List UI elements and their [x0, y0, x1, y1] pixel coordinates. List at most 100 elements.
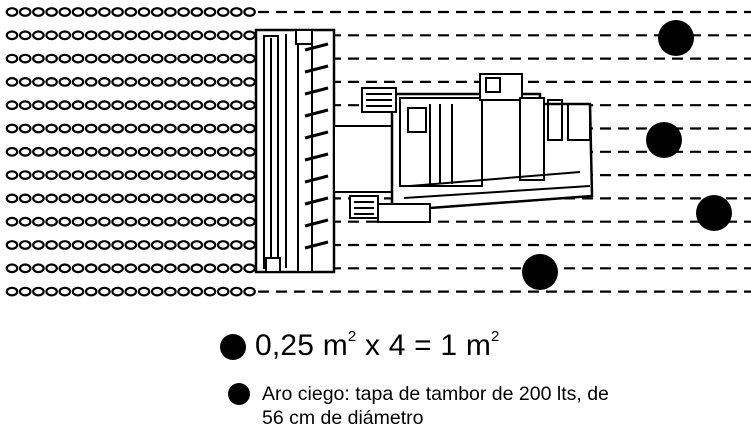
crop-ring	[5, 193, 19, 204]
crop-ring	[203, 30, 217, 41]
crop-ring	[124, 193, 138, 204]
crop-ring	[84, 286, 98, 297]
crop-ring	[58, 7, 72, 17]
crop-ring	[98, 53, 111, 64]
crop-ring	[203, 263, 217, 274]
crop-ring	[190, 170, 204, 181]
crop-ring	[18, 240, 32, 250]
crop-ring	[230, 100, 243, 111]
crop-ring	[190, 30, 204, 41]
crop-ring	[164, 193, 177, 204]
crop-row	[5, 100, 751, 111]
crop-ring	[58, 100, 72, 111]
crop-ring	[84, 193, 98, 204]
crop-ring	[45, 30, 58, 41]
crop-ring	[150, 146, 164, 157]
crop-ring	[45, 7, 58, 17]
crop-ring	[243, 286, 256, 297]
crop-ring	[5, 7, 19, 17]
crop-ring	[58, 76, 72, 87]
crop-ring	[84, 263, 98, 274]
crop-ring	[84, 170, 98, 181]
crop-ring	[230, 76, 243, 87]
crop-ring	[203, 216, 217, 227]
crop-ring	[216, 30, 230, 41]
crop-ring	[111, 286, 124, 297]
crop-ring	[150, 263, 164, 274]
crop-ring	[203, 7, 217, 17]
crop-ring	[230, 216, 243, 227]
crop-ring	[203, 240, 217, 250]
crop-ring	[71, 76, 85, 87]
crop-ring	[164, 7, 177, 17]
crop-ring	[164, 30, 177, 41]
legend-area-formula: 0,25 m2 x 4 = 1 m2	[220, 327, 500, 365]
crop-ring	[71, 30, 85, 41]
crop-ring	[137, 170, 151, 181]
crop-ring	[177, 170, 190, 181]
crop-ring	[124, 240, 138, 250]
crop-ring	[84, 146, 98, 157]
crop-ring	[150, 100, 164, 111]
crop-ring	[5, 146, 19, 157]
crop-ring	[177, 7, 190, 17]
crop-ring	[177, 76, 190, 87]
crop-ring	[32, 123, 45, 134]
crop-ring	[190, 193, 204, 204]
crop-row	[5, 263, 751, 274]
crop-ring	[32, 30, 45, 41]
crop-ring	[111, 30, 124, 41]
crop-ring	[98, 240, 111, 250]
crop-ring	[71, 100, 85, 111]
crop-ring	[18, 53, 32, 64]
crop-ring	[124, 7, 138, 17]
crop-ring	[111, 216, 124, 227]
crop-ring	[98, 123, 111, 134]
crop-ring	[243, 30, 256, 41]
crop-ring	[18, 146, 32, 157]
crop-ring	[190, 240, 204, 250]
crop-ring	[71, 7, 85, 17]
crop-ring	[111, 263, 124, 274]
crop-ring	[71, 123, 85, 134]
crop-ring	[58, 53, 72, 64]
filled-circle-icon	[228, 383, 250, 405]
crop-ring	[111, 100, 124, 111]
crop-ring	[177, 123, 190, 134]
crop-ring	[150, 286, 164, 297]
crop-ring	[98, 286, 111, 297]
crop-ring	[45, 216, 58, 227]
crop-ring	[177, 216, 190, 227]
crop-ring	[111, 7, 124, 17]
crop-ring	[45, 123, 58, 134]
crop-ring	[203, 100, 217, 111]
crop-ring	[150, 193, 164, 204]
crop-ring	[5, 100, 19, 111]
crop-ring	[84, 76, 98, 87]
crop-row	[5, 240, 751, 250]
crop-ring	[150, 30, 164, 41]
crop-ring	[243, 53, 256, 64]
crop-ring	[164, 240, 177, 250]
crop-ring	[216, 123, 230, 134]
crop-ring	[177, 286, 190, 297]
crop-ring	[216, 170, 230, 181]
crop-ring	[111, 170, 124, 181]
crop-ring	[5, 216, 19, 227]
crop-ring	[230, 30, 243, 41]
crop-ring	[98, 216, 111, 227]
crop-ring	[98, 7, 111, 17]
blind-ring-markers	[522, 20, 732, 290]
crop-ring	[18, 286, 32, 297]
crop-ring	[230, 53, 243, 64]
crop-ring	[164, 146, 177, 157]
crop-ring	[230, 146, 243, 157]
crop-ring	[216, 53, 230, 64]
crop-ring	[164, 286, 177, 297]
crop-ring	[32, 216, 45, 227]
blind-ring-description: Aro ciego: tapa de tambor de 200 lts, de…	[262, 383, 609, 429]
crop-ring	[216, 193, 230, 204]
crop-row	[5, 216, 751, 227]
crop-ring	[71, 240, 85, 250]
crop-ring	[150, 123, 164, 134]
